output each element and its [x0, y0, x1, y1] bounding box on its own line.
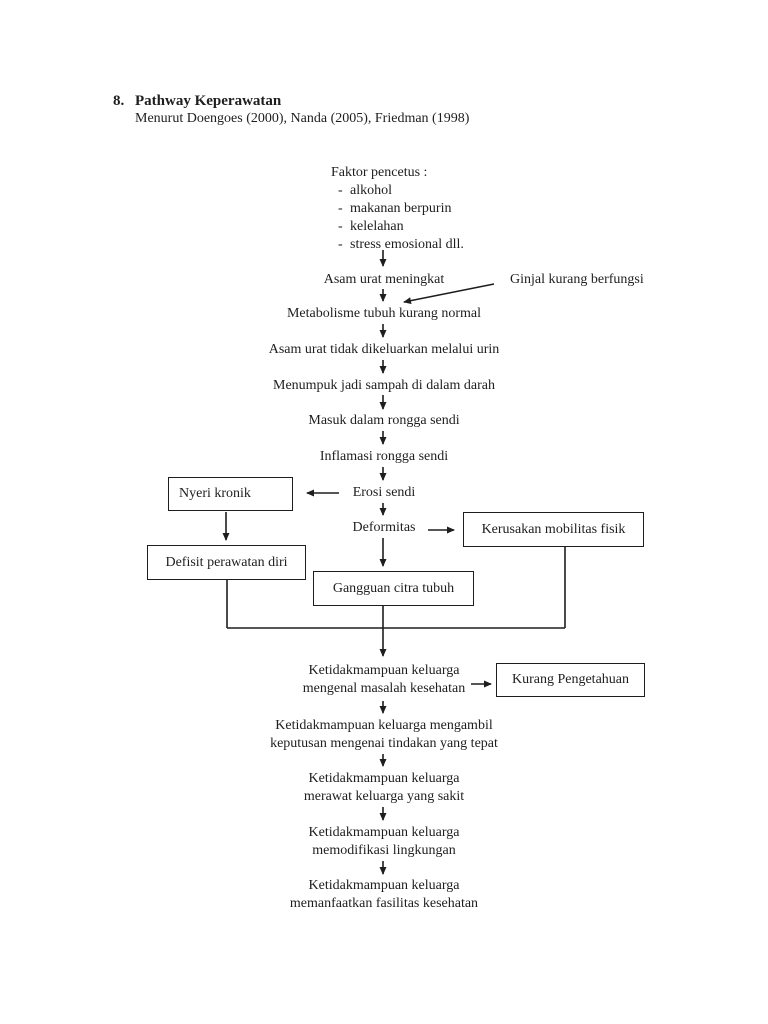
- node-line: mengenal masalah kesehatan: [302, 681, 466, 696]
- node-line: Ketidakmampuan keluarga: [308, 825, 460, 840]
- section-heading: 8. Pathway Keperawatan: [113, 92, 281, 110]
- section-number: 8.: [113, 93, 125, 109]
- box-kerusakan-mobilitas-fisik: Kerusakan mobilitas fisik: [463, 512, 644, 547]
- node-metabolisme-tubuh: Metabolisme tubuh kurang normal: [286, 306, 482, 321]
- box-gangguan-citra-tubuh: Gangguan citra tubuh: [313, 571, 474, 606]
- node-asam-urat-meningkat: Asam urat meningkat: [323, 272, 445, 287]
- node-deformitas: Deformitas: [352, 520, 416, 535]
- trigger-list: - alkohol - makanan berpurin - kelelahan…: [338, 182, 464, 254]
- trigger-item: - alkohol: [338, 182, 464, 200]
- node-inflamasi-rongga-sendi: Inflamasi rongga sendi: [319, 449, 449, 464]
- list-dash: -: [338, 237, 343, 252]
- node-line: merawat keluarga yang sakit: [303, 789, 465, 804]
- box-kerusakan-mobilitas-label: Kerusakan mobilitas fisik: [481, 521, 626, 537]
- trigger-item: - kelelahan: [338, 218, 464, 236]
- page-subtitle: Menurut Doengoes (2000), Nanda (2005), F…: [135, 111, 470, 126]
- node-memodifikasi-lingkungan: Ketidakmampuan keluarga memodifikasi lin…: [184, 824, 584, 860]
- node-merawat-keluarga: Ketidakmampuan keluarga merawat keluarga…: [184, 770, 584, 806]
- node-erosi-sendi: Erosi sendi: [352, 485, 416, 500]
- node-mengenal-masalah: Ketidakmampuan keluarga mengenal masalah…: [184, 662, 584, 698]
- box-kurang-pengetahuan: Kurang Pengetahuan: [496, 663, 645, 697]
- list-dash: -: [338, 201, 343, 216]
- arrow-ginjal-to-metabolisme: [403, 283, 495, 305]
- box-nyeri-kronik-label: Nyeri kronik: [179, 486, 251, 501]
- box-nyeri-kronik: Nyeri kronik: [168, 477, 293, 511]
- node-line: keputusan mengenai tindakan yang tepat: [270, 736, 498, 751]
- node-ginjal-kurang-berfungsi: Ginjal kurang berfungsi: [510, 272, 644, 287]
- node-mengambil-keputusan: Ketidakmampuan keluarga mengambil keputu…: [184, 717, 584, 753]
- node-memanfaatkan-fasilitas: Ketidakmampuan keluarga memanfaatkan fas…: [184, 877, 584, 913]
- node-masuk-rongga-sendi: Masuk dalam rongga sendi: [308, 413, 460, 428]
- trigger-item: - makanan berpurin: [338, 200, 464, 218]
- list-dash: -: [338, 183, 343, 198]
- node-line: Ketidakmampuan keluarga: [308, 663, 460, 678]
- node-asam-urat-tidak-dikeluarkan: Asam urat tidak dikeluarkan melalui urin: [268, 342, 500, 357]
- node-line: memanfaatkan fasilitas kesehatan: [289, 896, 479, 911]
- box-defisit-perawatan-label: Defisit perawatan diri: [165, 554, 288, 570]
- node-line: Ketidakmampuan keluarga mengambil: [275, 718, 493, 733]
- trigger-item: - stress emosional dll.: [338, 236, 464, 254]
- trigger-item-label: alkohol: [350, 183, 392, 198]
- trigger-item-label: makanan berpurin: [350, 201, 452, 216]
- box-kurang-pengetahuan-label: Kurang Pengetahuan: [511, 672, 630, 687]
- page-title: Pathway Keperawatan: [135, 93, 282, 109]
- trigger-item-label: kelelahan: [350, 219, 404, 234]
- trigger-item-label: stress emosional dll.: [350, 237, 464, 252]
- node-line: Ketidakmampuan keluarga: [308, 771, 460, 786]
- box-gangguan-citra-label: Gangguan citra tubuh: [332, 580, 455, 596]
- node-menumpuk-sampah-darah: Menumpuk jadi sampah di dalam darah: [273, 378, 495, 393]
- node-line: Ketidakmampuan keluarga: [308, 878, 460, 893]
- trigger-label: Faktor pencetus :: [331, 165, 428, 180]
- node-line: memodifikasi lingkungan: [312, 843, 456, 858]
- list-dash: -: [338, 219, 343, 234]
- box-defisit-perawatan-diri: Defisit perawatan diri: [147, 545, 306, 580]
